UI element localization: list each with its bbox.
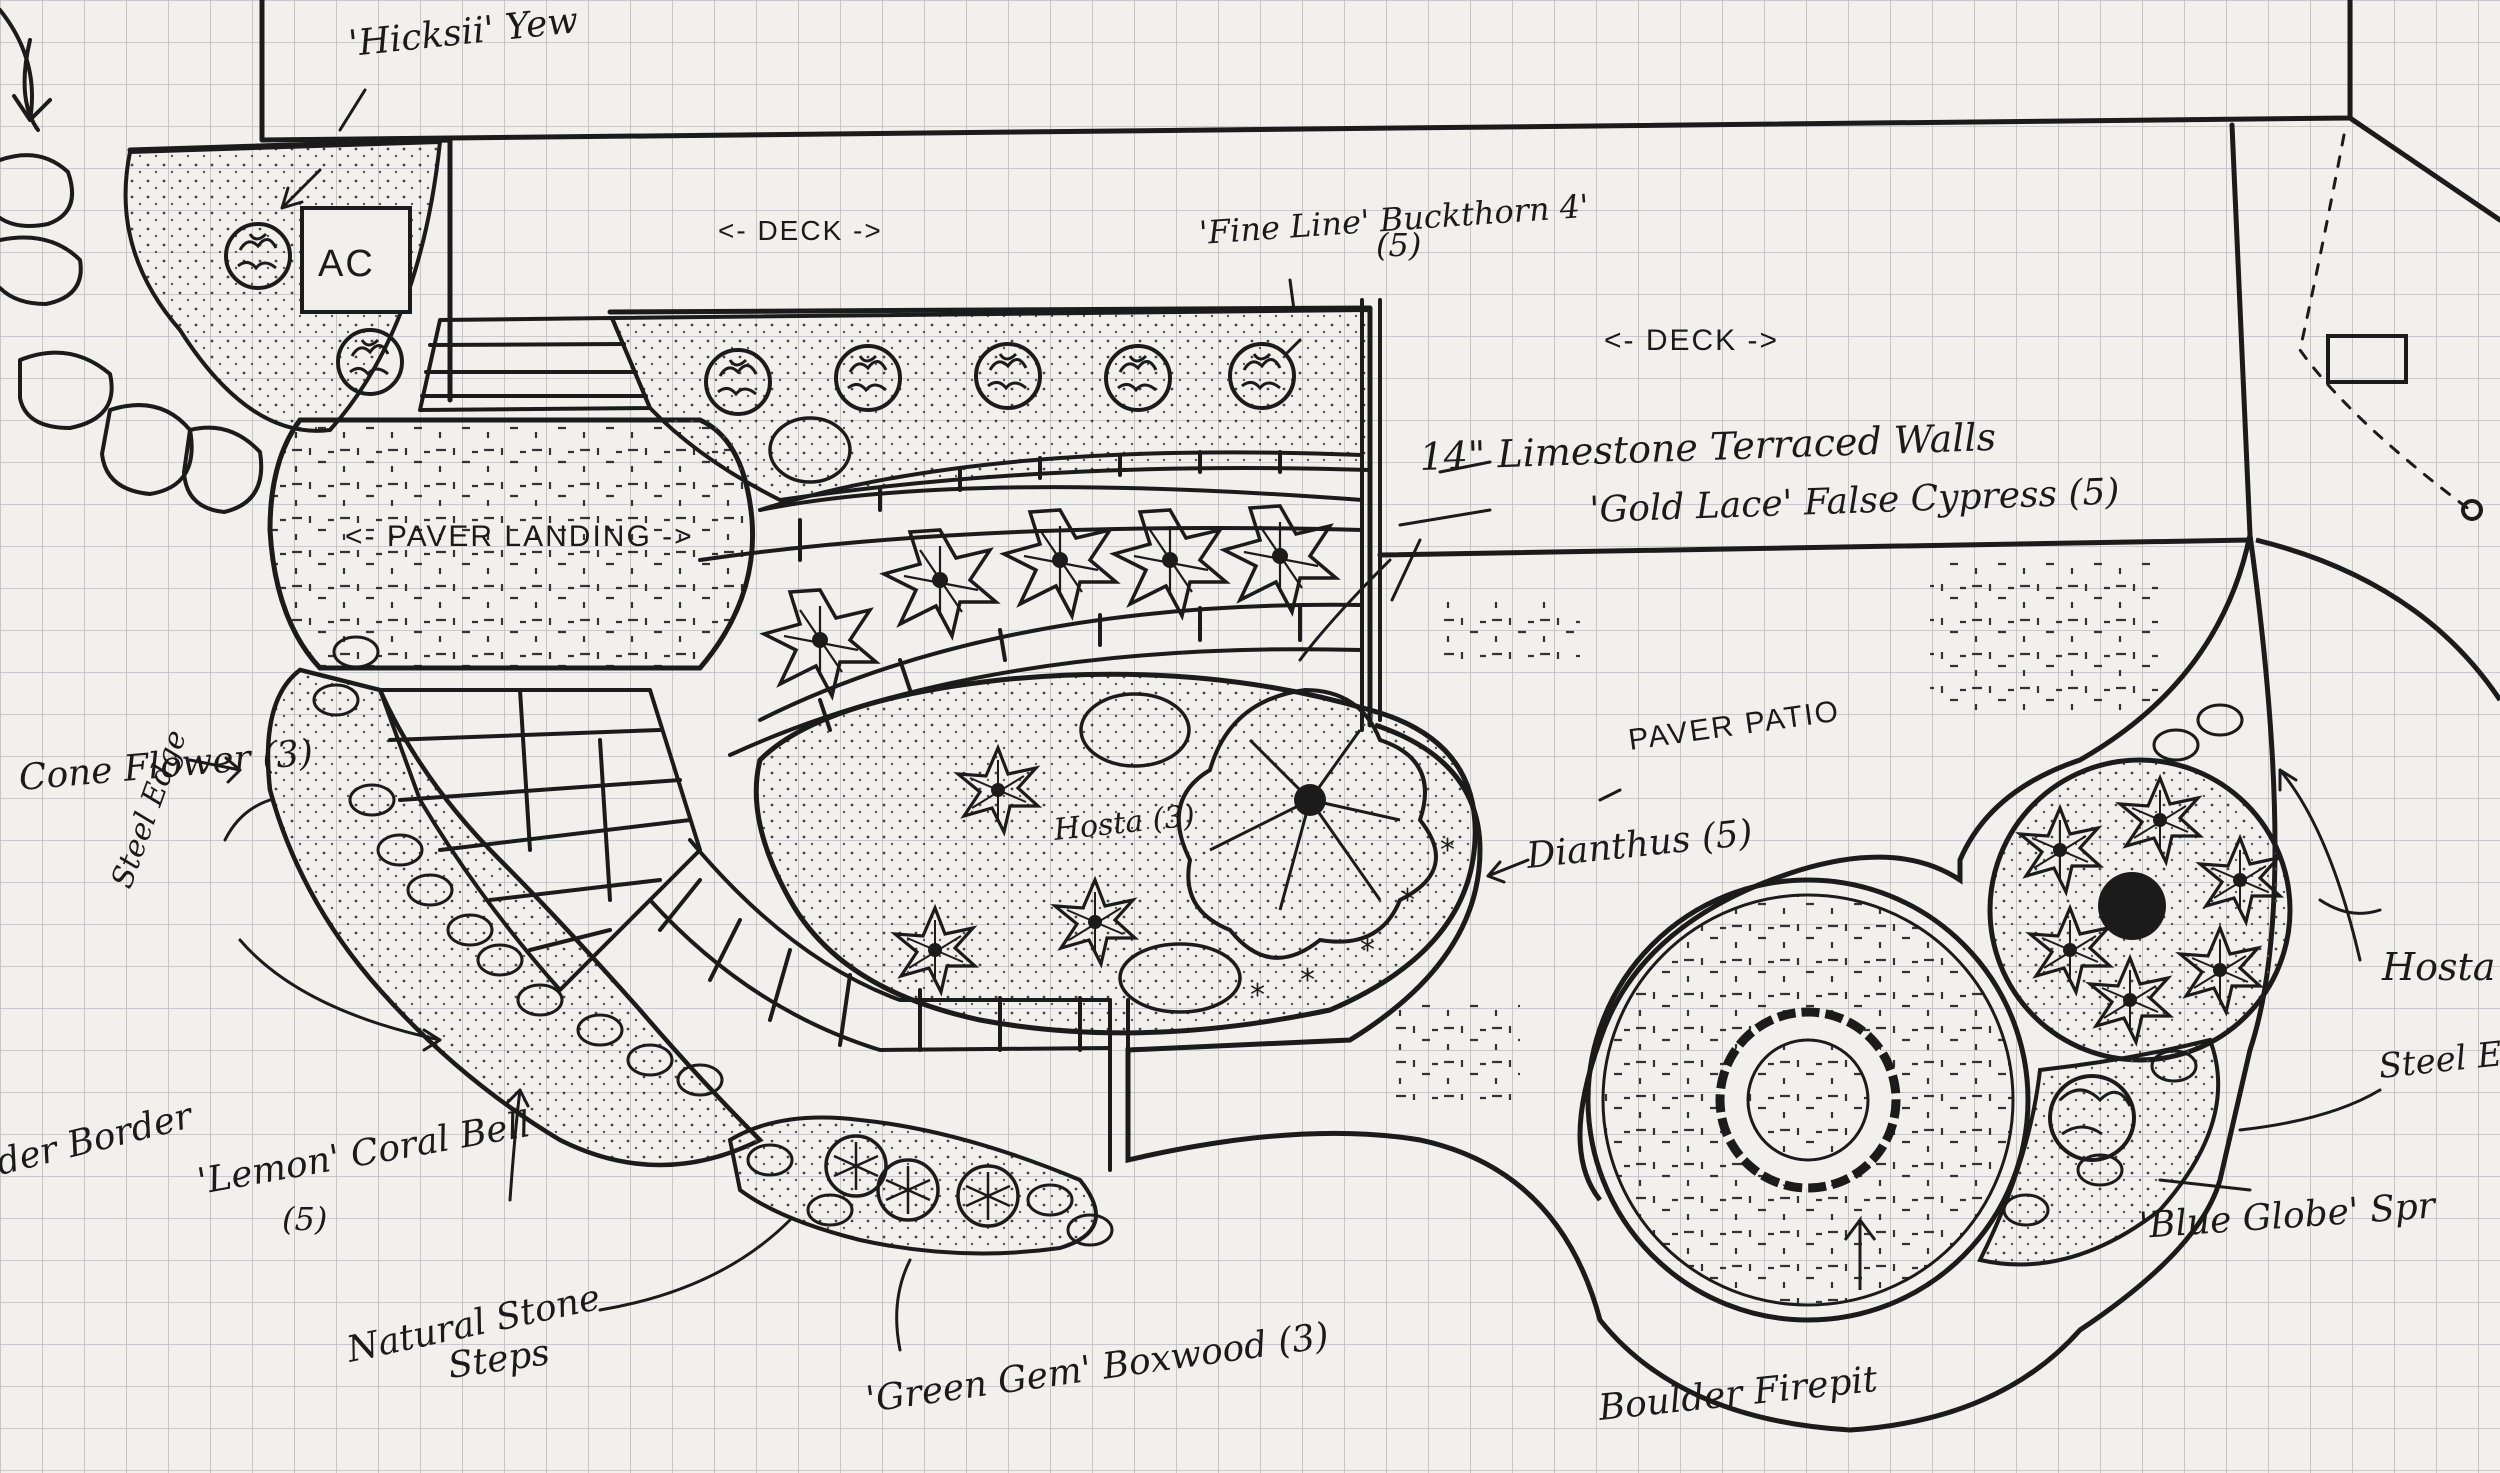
- leader-lines: [188, 88, 2382, 1352]
- svg-text:*: *: [1400, 883, 1415, 918]
- label-deck-right: <- DECK ->: [1604, 324, 1779, 357]
- patio-right-curve: [2255, 537, 2500, 702]
- label-deck-left: <- DECK ->: [718, 215, 883, 246]
- hosta-bed-right: [1987, 757, 2293, 1063]
- ac-unit: [300, 206, 412, 314]
- patio-paver-texture-3: [1390, 1000, 1520, 1100]
- svg-text:*: *: [1250, 978, 1265, 1013]
- label-lemon-qty: (5): [282, 1200, 327, 1238]
- specimen-tree: [1176, 687, 1438, 960]
- label-hosta-right: Hosta (: [2381, 945, 2500, 989]
- svg-text:*: *: [1440, 833, 1455, 868]
- paver-steps: [378, 688, 702, 992]
- door-swing: [2298, 133, 2472, 512]
- door-knob: [2461, 499, 2483, 521]
- svg-text:*: *: [1300, 963, 1315, 998]
- svg-text:*: *: [1360, 933, 1375, 968]
- arrow-upper-left: [0, 8, 52, 122]
- label-ac: AC: [318, 243, 375, 285]
- dianthus-plants: * * * * *: [1250, 833, 1455, 1013]
- boulder-center-1: [1079, 692, 1191, 768]
- boulder-center-2: [1118, 942, 1242, 1014]
- house-outline: [259, 0, 2500, 538]
- outdoor-fixture: [2326, 334, 2408, 384]
- spruce-shrub: [2048, 1074, 2136, 1162]
- paver-patio: [1125, 534, 2278, 1433]
- patio-paver-texture-2: [1930, 560, 2160, 720]
- boulder-upper: [768, 416, 852, 484]
- label-paver-landing: <- PAVER LANDING ->: [345, 520, 694, 553]
- deck-right: [1377, 537, 2253, 558]
- stepping-stones-left: [0, 38, 264, 514]
- patio-paver-texture-1: [1440, 600, 1580, 660]
- boulder-firepit: [1585, 877, 2031, 1323]
- spruce-bed: [1977, 1037, 2221, 1267]
- label-fine-line-qty: (5): [1376, 226, 1421, 264]
